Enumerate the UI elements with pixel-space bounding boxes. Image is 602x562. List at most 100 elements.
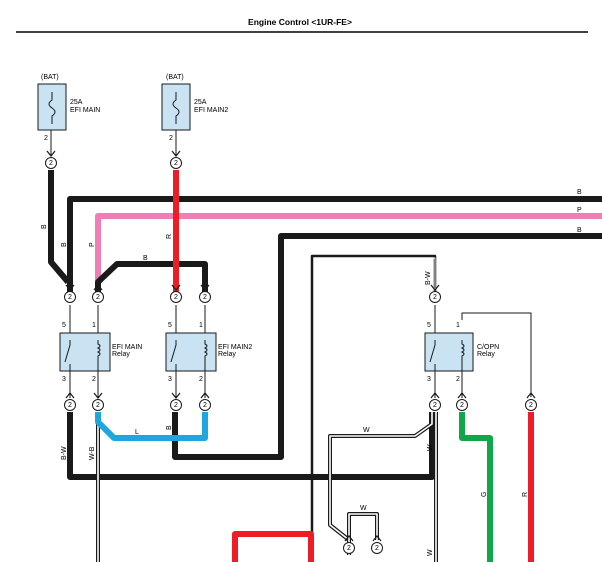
fuse-icon <box>48 92 56 124</box>
wire-label-w-low: W <box>360 505 367 512</box>
connector-circle <box>199 399 211 411</box>
connector-number: 2 <box>174 160 178 167</box>
connector-arrow-icon <box>372 535 382 542</box>
connector-number: 2 <box>174 402 178 409</box>
connector-arrow-icon <box>65 284 75 291</box>
switch-icon <box>170 340 177 371</box>
connector-3: 2 <box>92 284 104 303</box>
relay-name-1: EFI MAIN2 <box>218 344 252 351</box>
connector-8: 2 <box>92 392 104 411</box>
wire-label-p-top: P <box>577 207 582 214</box>
wire-label-l-blue: L <box>135 429 139 436</box>
wire-b-fuse1 <box>48 170 71 284</box>
relay-pin-5: 5 <box>427 322 431 329</box>
relay-name-1: C/OPN <box>477 344 499 351</box>
fuse-name: EFI MAIN2 <box>194 107 228 114</box>
wire-w-mid <box>328 412 434 555</box>
relay-pin-1: 1 <box>199 322 203 329</box>
wire-label-w-mid: W <box>363 427 370 434</box>
connector-10: 2 <box>199 392 211 411</box>
coil-icon <box>96 340 101 371</box>
connector-arrow-icon <box>200 392 210 399</box>
connector-number: 2 <box>96 402 100 409</box>
fuse-source-label: (BAT) <box>166 74 184 81</box>
wire-g-green <box>459 412 493 562</box>
wires <box>48 130 602 562</box>
relay-pin-3: 3 <box>168 376 172 383</box>
fuse-efi-main: (BAT) 25A EFI MAIN 2 <box>37 74 100 142</box>
connector-number: 2 <box>203 402 207 409</box>
connector-11: 2 <box>429 392 441 411</box>
wire-label-b-top: B <box>577 189 582 196</box>
connector-number: 2 <box>433 294 437 301</box>
wire-l-blue <box>95 412 208 441</box>
connector-circle <box>456 399 468 411</box>
connector-circle <box>92 399 104 411</box>
connector-circle <box>170 291 182 303</box>
wire-w-loop-inner <box>348 513 378 540</box>
wire-label-b-jumper: B <box>143 255 148 262</box>
connector-arrow-icon <box>526 392 536 399</box>
wire-bw-left <box>67 412 435 480</box>
connector-number: 2 <box>347 545 351 552</box>
switch-icon <box>64 340 71 371</box>
connector-9: 2 <box>170 392 182 411</box>
connector-arrow-icon <box>430 392 440 399</box>
connector-6: 2 <box>429 284 441 303</box>
wire-label-b-left2: B <box>61 242 68 247</box>
relay-pin-5: 5 <box>168 322 172 329</box>
wire-p-bus <box>95 213 602 297</box>
relay-name-2: Relay <box>112 351 130 358</box>
wire-label-w-bottom: W <box>427 549 434 556</box>
connector-circle <box>170 157 182 169</box>
wire-labels: B P B B B P B R B-W B-W W-B L B W W W W … <box>41 189 582 556</box>
connector-0: 2 <box>45 150 57 169</box>
coil-icon <box>460 340 465 371</box>
connector-arrow-icon <box>344 535 354 542</box>
relay-name-2: Relay <box>477 351 495 358</box>
connector-arrow-icon <box>171 284 181 291</box>
connector-number: 2 <box>174 294 178 301</box>
connector-2: 2 <box>64 284 76 303</box>
relay-pin-2: 2 <box>456 376 460 383</box>
connector-circle <box>45 157 57 169</box>
connector-circle <box>64 399 76 411</box>
fuse-icon <box>172 92 180 124</box>
relay-pin-2: 2 <box>199 376 203 383</box>
diagram-title: Engine Control <1UR-FE> <box>248 17 352 27</box>
wire-label-w-right: W <box>427 444 434 451</box>
wire-label-p-left: P <box>89 242 96 247</box>
wire-label-b-third: B <box>577 227 582 234</box>
connector-arrow-icon <box>93 284 103 291</box>
wire-label-bw-copn: B-W <box>425 271 432 285</box>
connector-5: 2 <box>199 284 211 303</box>
connector-arrow-icon <box>430 284 440 291</box>
wire-copn-pin1 <box>461 312 532 397</box>
relay-box <box>424 332 474 372</box>
connector-arrow-icon <box>93 392 103 399</box>
connector-number: 2 <box>529 402 533 409</box>
connector-number: 2 <box>68 294 72 301</box>
relay-pin-5: 5 <box>62 322 66 329</box>
connector-arrow-icon <box>46 150 56 157</box>
relay-pin-1: 1 <box>456 322 460 329</box>
wire-label-b-left: B <box>41 224 48 229</box>
wire-label-r-main2: R <box>166 234 173 239</box>
connector-arrow-icon <box>171 150 181 157</box>
fuse-name: EFI MAIN <box>70 107 100 114</box>
fuse-pin: 2 <box>44 135 48 142</box>
connector-arrow-icon <box>200 284 210 291</box>
wire-w-loop <box>347 512 379 540</box>
wire-bw-copn-inner <box>313 257 436 555</box>
wire-label-bw-left: B-W <box>61 446 68 460</box>
wire-label-wb-left: W-B <box>89 446 96 460</box>
fuse-source-label: (BAT) <box>41 74 59 81</box>
coil-icon <box>203 340 208 371</box>
wire-b-third-bus <box>172 233 602 460</box>
connector-circle <box>429 399 441 411</box>
connector-number: 2 <box>375 545 379 552</box>
connector-circle <box>429 291 441 303</box>
connector-arrow-icon <box>65 392 75 399</box>
connector-circle <box>64 291 76 303</box>
